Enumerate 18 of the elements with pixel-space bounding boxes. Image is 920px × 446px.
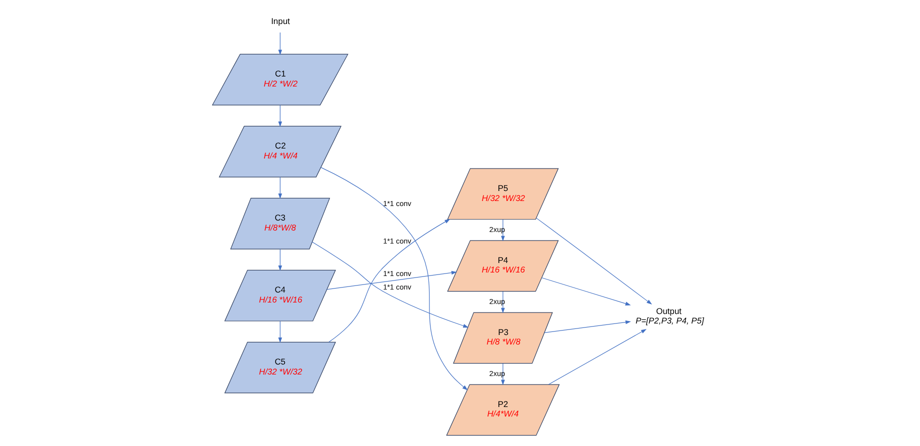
- arrow: [278, 32, 282, 56]
- arrow: [548, 329, 647, 385]
- node-text: Input: [271, 16, 290, 26]
- arrow: [278, 320, 282, 343]
- arrow: [328, 219, 450, 342]
- arrow: [278, 176, 282, 199]
- arrow: [541, 277, 631, 306]
- arrow: [544, 320, 631, 333]
- arrow: [320, 167, 468, 390]
- node-text: Output P=[P2,P3, P4, P5]: [636, 306, 704, 326]
- arrow: [278, 248, 282, 271]
- arrow: [501, 291, 505, 314]
- arrow: [536, 218, 652, 305]
- arrow: [326, 270, 457, 290]
- arrow: [501, 363, 505, 386]
- arrow: [501, 219, 505, 242]
- arrow: [278, 104, 282, 127]
- arrow: [312, 242, 469, 328]
